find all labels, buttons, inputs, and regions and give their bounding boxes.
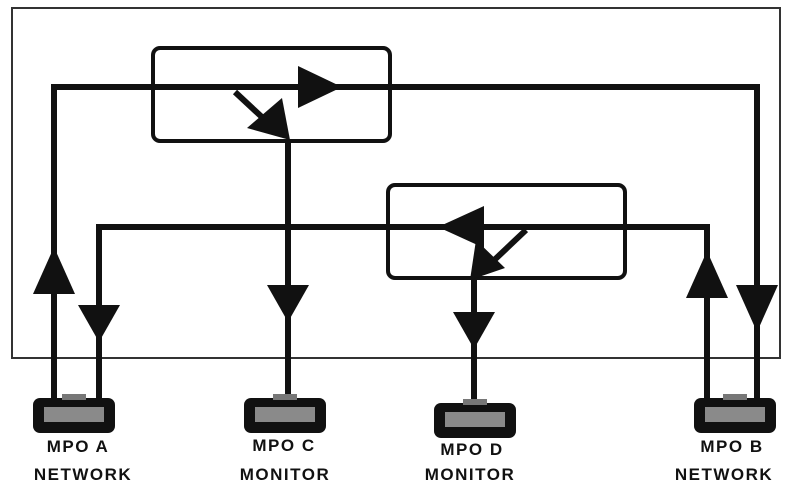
port-role-mpo-d: MONITOR — [424, 465, 516, 484]
arrow-diag-upper — [247, 98, 290, 140]
port-name-mpo-b: MPO B — [700, 437, 764, 456]
path-a-to-b — [51, 84, 760, 400]
arrow-diag-lower — [470, 240, 505, 280]
arrow-up-a — [33, 247, 75, 294]
splitter-box-upper — [151, 46, 392, 143]
path-b-to-a — [96, 224, 710, 400]
port-name-mpo-a: MPO A — [46, 437, 110, 456]
connector-mpo-c — [244, 394, 326, 433]
port-role-mpo-a: NETWORK — [33, 465, 133, 484]
splitter-box-lower — [386, 183, 627, 280]
port-role-mpo-b: NETWORK — [674, 465, 774, 484]
connector-mpo-b — [694, 394, 776, 433]
arrow-up-b — [686, 251, 728, 298]
port-name-mpo-c: MPO C — [252, 436, 316, 455]
arrow-down-b — [736, 285, 778, 332]
arrow-right-upper — [298, 66, 342, 108]
tap-enclosure — [11, 7, 781, 359]
arrow-left-lower — [438, 206, 484, 248]
arrow-down-c — [267, 285, 309, 322]
arrow-down-d — [453, 312, 495, 349]
port-role-mpo-c: MONITOR — [239, 465, 331, 484]
arrow-down-a — [78, 305, 120, 342]
port-name-mpo-d: MPO D — [440, 440, 504, 459]
connector-mpo-a — [33, 394, 115, 433]
connector-mpo-d — [434, 399, 516, 438]
